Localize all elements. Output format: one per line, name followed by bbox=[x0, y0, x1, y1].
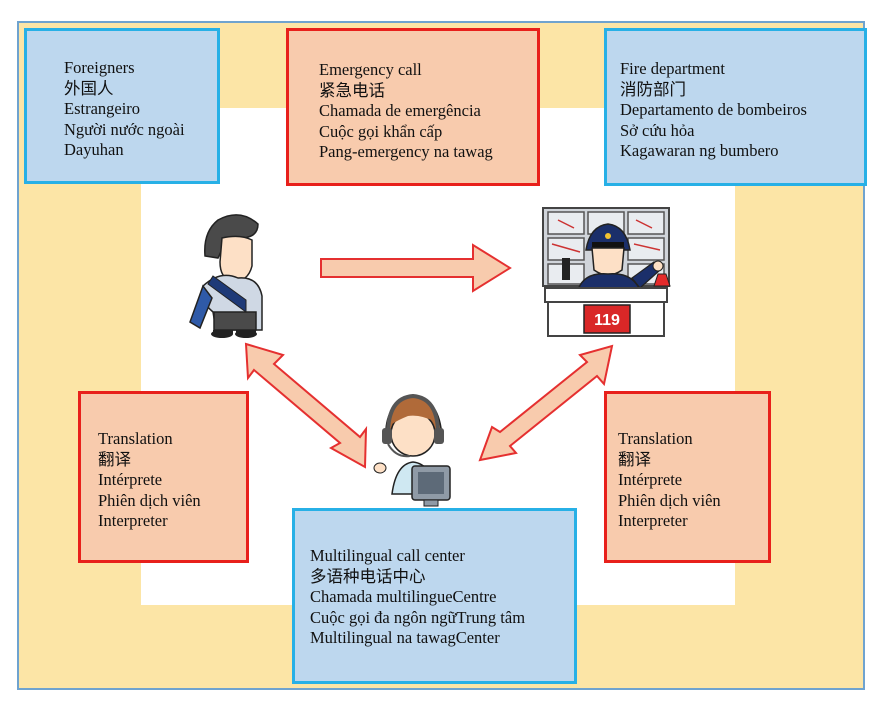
translation-left-line-zh: 翻译 bbox=[98, 449, 131, 469]
emergency-line-zh: 紧急电话 bbox=[319, 80, 385, 100]
translation-box-right: Translation 翻译 Intérprete Phiên dịch viê… bbox=[604, 391, 771, 563]
call-center-line-zh: 多语种电话中心 bbox=[310, 566, 426, 586]
emergency-line-vi: Cuộc gọi khẩn cấp bbox=[319, 121, 443, 141]
emergency-line-en: Emergency call bbox=[319, 60, 422, 79]
double-arrow-right bbox=[478, 344, 614, 462]
call-center-line-vi: Cuộc gọi đa ngôn ngữTrung tâm bbox=[310, 607, 526, 627]
foreigners-line-en: Foreigners bbox=[64, 58, 135, 77]
double-arrow-left bbox=[244, 342, 368, 469]
fire-line-en: Fire department bbox=[620, 59, 725, 78]
operator-figure bbox=[373, 393, 451, 507]
right-arrow bbox=[320, 243, 512, 293]
fire-line-zh: 消防部门 bbox=[620, 79, 686, 99]
call-center-line-en: Multilingual call center bbox=[310, 546, 465, 565]
fire-line-vi: Sở cứu hỏa bbox=[620, 120, 695, 140]
foreigners-line-tl: Dayuhan bbox=[64, 140, 124, 159]
translation-right-line-vi: Phiên dịch viên bbox=[618, 490, 721, 510]
foreigners-line-vi: Người nước ngoài bbox=[64, 119, 185, 139]
call-center-line-tl: Multilingual na tawagCenter bbox=[310, 628, 500, 647]
emergency-line-pt: Chamada de emergência bbox=[319, 101, 481, 120]
translation-box-left: Translation 翻译 Intérprete Phiên dịch viê… bbox=[78, 391, 249, 563]
dispatcher-figure: 119 bbox=[542, 207, 671, 337]
fire-line-tl: Kagawaran ng bumbero bbox=[620, 141, 779, 160]
foreigners-line-pt: Estrangeiro bbox=[64, 99, 141, 118]
translation-left-line-en: Translation bbox=[98, 429, 173, 448]
fire-department-box: Fire department 消防部门 Departamento de bom… bbox=[604, 28, 867, 186]
desk-number: 119 bbox=[594, 312, 620, 329]
translation-right-line-en: Translation bbox=[618, 429, 693, 448]
translation-right-line-pt: Intérprete bbox=[618, 470, 683, 489]
foreigners-line-zh: 外国人 bbox=[64, 78, 114, 98]
translation-left-line-tl: Interpreter bbox=[98, 511, 168, 530]
call-center-line-pt: Chamada multilingueCentre bbox=[310, 587, 497, 606]
fire-line-pt: Departamento de bombeiros bbox=[620, 100, 807, 119]
foreigners-box: Foreigners 外国人 Estrangeiro Người nước ng… bbox=[24, 28, 220, 184]
call-center-box: Multilingual call center 多语种电话中心 Chamada… bbox=[292, 508, 577, 684]
translation-left-line-pt: Intérprete bbox=[98, 470, 163, 489]
emergency-call-box: Emergency call 紧急电话 Chamada de emergênci… bbox=[286, 28, 540, 186]
emergency-line-tl: Pang-emergency na tawag bbox=[319, 142, 493, 161]
translation-right-line-tl: Interpreter bbox=[618, 511, 688, 530]
translation-right-line-zh: 翻译 bbox=[618, 449, 651, 469]
translation-left-line-vi: Phiên dịch viên bbox=[98, 490, 201, 510]
foreigner-figure bbox=[189, 214, 263, 338]
